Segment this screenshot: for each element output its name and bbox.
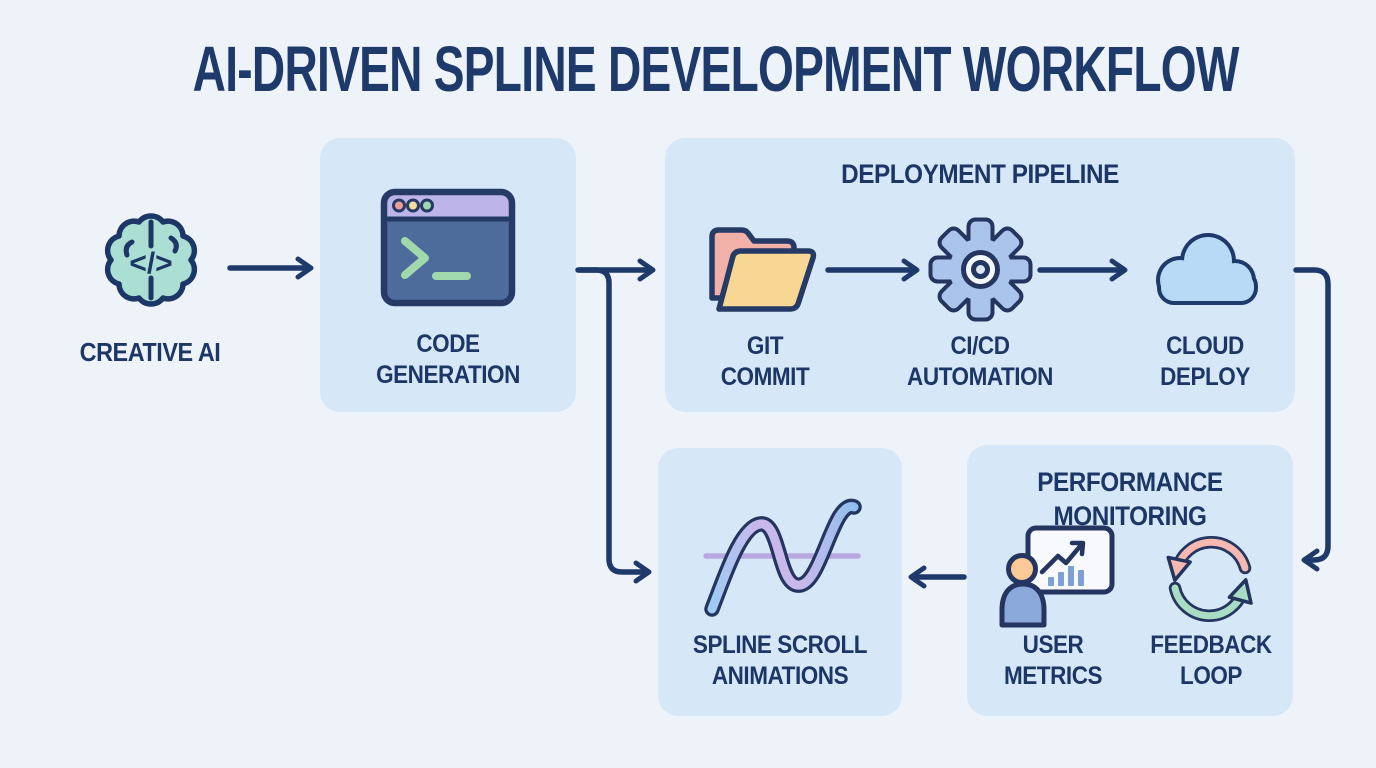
deployment-pipeline-title: DEPLOYMENT PIPELINE bbox=[841, 159, 1119, 189]
gear-icon bbox=[928, 217, 1033, 322]
edge-code-generation-spline-scroll bbox=[577, 267, 652, 584]
spline-curve-icon bbox=[703, 498, 862, 617]
prompt-glyph bbox=[401, 237, 471, 280]
dot-red bbox=[392, 198, 406, 213]
cicd-automation-label: CI/CD AUTOMATION bbox=[907, 332, 1053, 392]
feedback-loop-label: FEEDBACK LOOP bbox=[1150, 631, 1272, 691]
brain-icon: </> bbox=[104, 213, 198, 307]
git-commit-label: GIT COMMIT bbox=[720, 332, 810, 392]
cloud-icon bbox=[1156, 233, 1258, 305]
user-metrics-icon bbox=[999, 525, 1115, 628]
dot-green bbox=[420, 198, 434, 213]
spline-scroll-label: SPLINE SCROLL ANIMATIONS bbox=[692, 631, 868, 691]
user-metrics-label: USER METRICS bbox=[1003, 631, 1103, 691]
person-body bbox=[999, 581, 1047, 628]
page-title: AI-DRIVEN SPLINE DEVELOPMENT WORKFLOW bbox=[192, 33, 1240, 105]
trend-arrow bbox=[1039, 540, 1086, 575]
terminal-icon bbox=[380, 188, 516, 307]
creative-ai-label: CREATIVE AI bbox=[79, 337, 221, 367]
feedback-loop-icon bbox=[1166, 536, 1253, 622]
person-head bbox=[1006, 553, 1038, 585]
edge-cloud-deploy-performance-monitoring bbox=[1293, 267, 1331, 572]
cloud-deploy-label: CLOUD DEPLOY bbox=[1160, 332, 1250, 392]
folder-icon bbox=[709, 227, 817, 312]
svg-text:</>: </> bbox=[129, 247, 172, 280]
code-generation-label: CODE GENERATION bbox=[376, 330, 520, 390]
performance-monitoring-title: PERFORMANCE MONITORING bbox=[1037, 467, 1223, 531]
dot-yellow bbox=[406, 198, 420, 213]
spline-scroll-box bbox=[658, 448, 902, 716]
bar-chart bbox=[1048, 566, 1084, 586]
